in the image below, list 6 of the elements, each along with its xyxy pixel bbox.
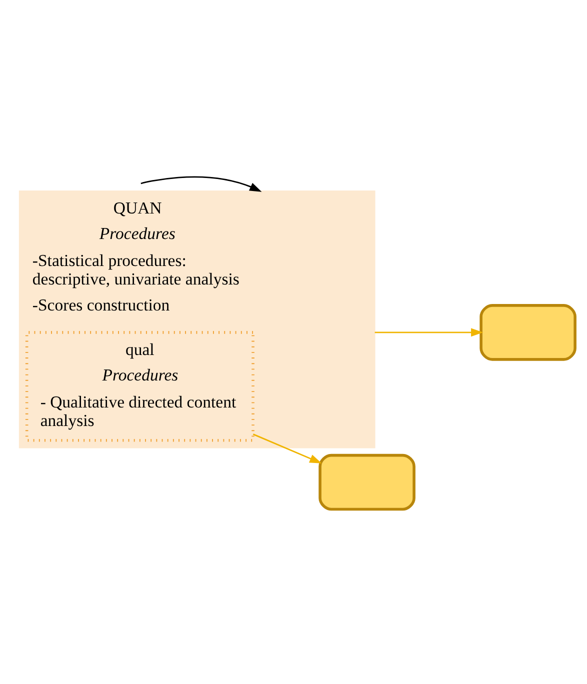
node-box: qual Procedures - Qualitative directed content analysis (25, 330, 254, 442)
node-box (480, 304, 576, 360)
arrow (374, 328, 484, 336)
node-box (318, 453, 416, 510)
arrow (252, 433, 322, 463)
arrow (140, 176, 262, 192)
